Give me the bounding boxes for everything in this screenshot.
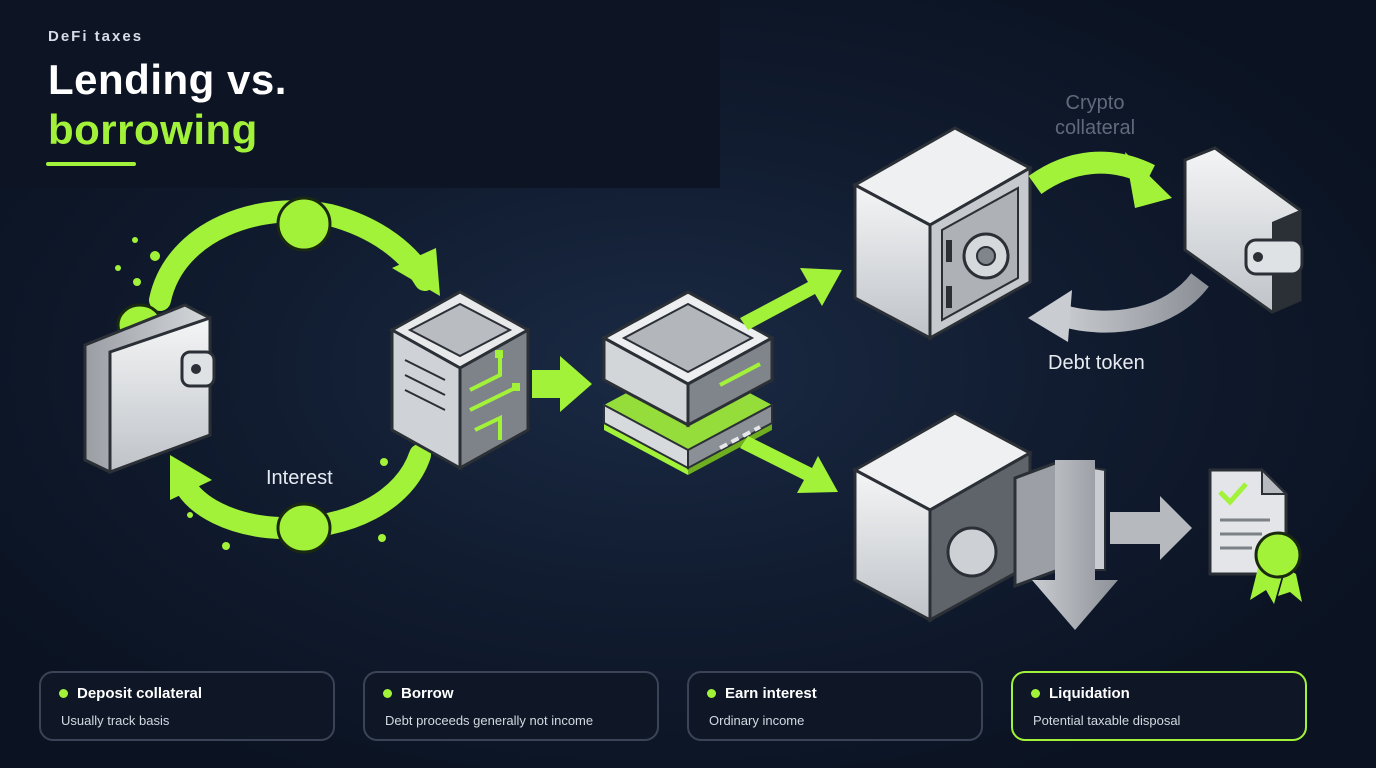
debt-token-label: Debt token xyxy=(1048,352,1145,374)
lending-pool-icon xyxy=(600,290,776,475)
wallet-icon xyxy=(1183,146,1304,314)
card-title: Earn interest xyxy=(725,685,817,702)
card-title: Liquidation xyxy=(1049,685,1130,702)
arrow-icon xyxy=(740,268,842,493)
arrow-icon xyxy=(1125,152,1172,208)
wallet-icon xyxy=(83,303,216,475)
arrow-icon xyxy=(532,356,592,412)
card-deposit-collateral: Deposit collateral Usually track basis xyxy=(39,671,335,741)
card-subtitle: Debt proceeds generally not income xyxy=(385,713,594,728)
title-panel: DeFi taxes Lending vs. borrowing xyxy=(0,0,720,188)
page-title-line-1: Lending vs. xyxy=(48,56,287,103)
crypto-collateral-label-line-2: collateral xyxy=(1054,117,1136,139)
lending-borrowing-diagram xyxy=(83,126,1304,630)
bullet-dot xyxy=(1031,689,1040,698)
card-subtitle: Usually track basis xyxy=(61,713,170,728)
crypto-collateral-label-line-1: Crypto xyxy=(1065,92,1125,114)
bullet-dot xyxy=(383,689,392,698)
page-title-line-2: borrowing xyxy=(48,106,258,153)
certificate-icon xyxy=(1208,467,1302,604)
card-liquidation: Liquidation Potential taxable disposal xyxy=(1011,671,1307,741)
eyebrow: DeFi taxes xyxy=(48,28,144,45)
card-subtitle: Ordinary income xyxy=(709,713,805,728)
card-title: Borrow xyxy=(401,685,454,702)
arrow-icon xyxy=(1028,290,1072,342)
card-subtitle: Potential taxable disposal xyxy=(1033,713,1181,728)
bullet-dot xyxy=(707,689,716,698)
title-underline xyxy=(46,162,136,166)
safe-icon xyxy=(851,126,1034,341)
protocol-cube-icon xyxy=(388,290,532,471)
arrow-icon xyxy=(1032,460,1118,630)
interest-label: Interest xyxy=(266,467,333,489)
card-borrow: Borrow Debt proceeds generally not incom… xyxy=(363,671,659,741)
card-title: Deposit collateral xyxy=(77,685,203,702)
card-earn-interest: Earn interest Ordinary income xyxy=(687,671,983,741)
open-safe-icon xyxy=(851,411,1106,623)
bullet-dot xyxy=(59,689,68,698)
arrow-icon xyxy=(1110,496,1192,560)
arrow-icon xyxy=(1056,272,1209,333)
